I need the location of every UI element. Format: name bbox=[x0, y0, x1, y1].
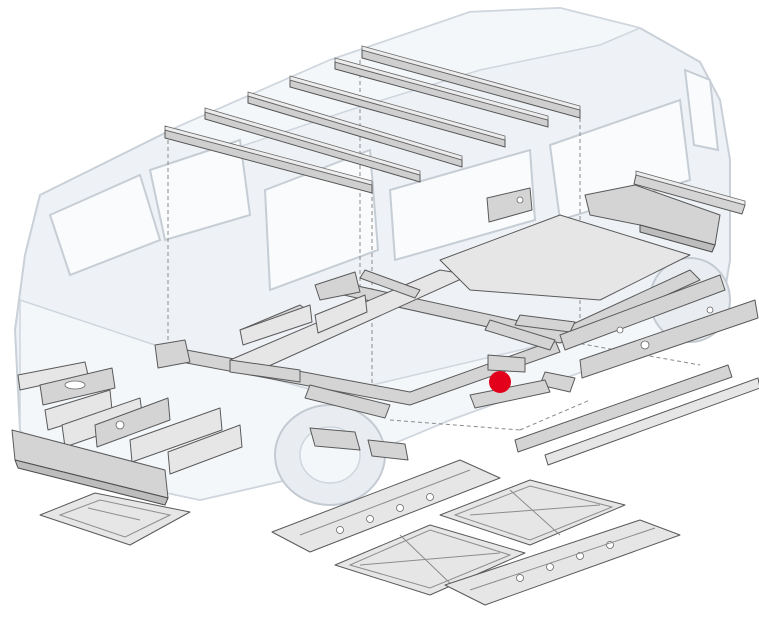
front-upper-panels bbox=[239, 294, 368, 346]
front-left-brackets bbox=[17, 361, 116, 406]
roof-bows bbox=[164, 45, 581, 194]
rear-upper-rail bbox=[633, 170, 746, 215]
frame-stub-right bbox=[304, 384, 391, 419]
floor-pans bbox=[271, 459, 681, 606]
frame-front-mount bbox=[154, 339, 191, 369]
front-crossmembers bbox=[44, 389, 243, 475]
floor-pan-left-front bbox=[271, 459, 501, 553]
roof-bow-1 bbox=[164, 125, 373, 194]
floor-pan-right-rear bbox=[444, 519, 681, 606]
frame-front-bracket bbox=[314, 271, 361, 301]
frame-rear-section bbox=[439, 214, 691, 301]
frame-crossmember-3 bbox=[484, 319, 556, 351]
jack-point-brackets bbox=[469, 354, 576, 409]
rear-crossmember-bracket bbox=[486, 187, 533, 223]
frame-crossmember-2 bbox=[359, 269, 421, 299]
floor-pan-left-rear bbox=[334, 524, 526, 596]
frame-stub-left bbox=[229, 359, 301, 383]
highlight-marker bbox=[489, 371, 511, 393]
side-window-2 bbox=[388, 148, 537, 262]
roof-bow-6 bbox=[361, 45, 581, 119]
roof-bow-3 bbox=[247, 91, 463, 168]
windshield-left bbox=[48, 173, 162, 277]
roof-bow-2 bbox=[204, 107, 421, 183]
roof-bow-5 bbox=[334, 57, 549, 128]
rear-torsion-mount bbox=[584, 184, 721, 253]
rocker-panel-long bbox=[514, 364, 759, 466]
main-chassis-frame bbox=[154, 214, 701, 419]
floor-pan-right-front bbox=[439, 479, 626, 546]
front-bumper-panel bbox=[11, 429, 169, 506]
rear-vent bbox=[683, 68, 720, 152]
roof-bow-4 bbox=[289, 75, 506, 148]
front-floor-pan bbox=[39, 492, 191, 546]
floor-brackets-lower bbox=[309, 427, 409, 461]
rear-side-frame-arm bbox=[559, 274, 759, 379]
